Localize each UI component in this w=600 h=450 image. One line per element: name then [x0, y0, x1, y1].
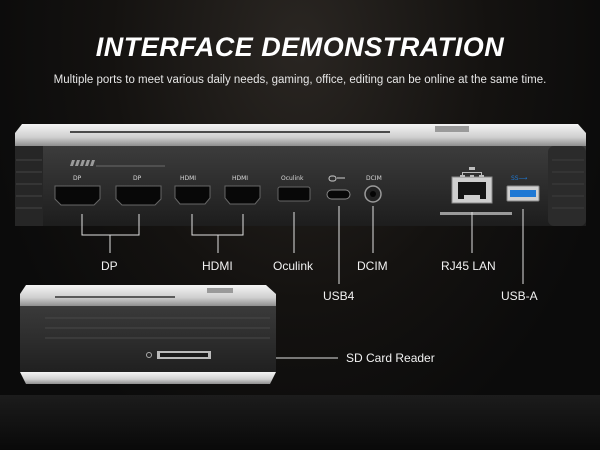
rj45-port: [451, 176, 493, 204]
dp2-mark: DP: [133, 175, 142, 182]
hdmi1-mark: HDMI: [180, 175, 197, 182]
usb-c-icon: [328, 175, 345, 182]
label-usb-a: USB-A: [501, 289, 538, 303]
device-side: [20, 285, 276, 384]
dp-port-2: [115, 185, 162, 206]
label-rj45: RJ45 LAN: [441, 259, 496, 273]
usb-ss-mark: SS⟶: [511, 175, 528, 182]
front-slot: [440, 212, 512, 215]
label-dp: DP: [101, 259, 118, 273]
usb-a-port: [506, 185, 540, 202]
label-oculink: Oculink: [273, 259, 314, 273]
dcim-port: [364, 185, 382, 203]
label-dcim: DCIM: [357, 259, 388, 273]
hdmi-port-1: [174, 185, 211, 205]
lan-icon: [460, 167, 484, 177]
dp1-mark: DP: [73, 175, 82, 182]
page-subtitle: Multiple ports to meet various daily nee…: [53, 74, 547, 86]
dp-port-1: [54, 185, 101, 206]
oculink-mark: Oculink: [281, 175, 304, 182]
hdmi2-mark: HDMI: [232, 175, 249, 182]
label-usb4: USB4: [323, 289, 355, 303]
dcim-mark: DCIM: [366, 175, 382, 182]
page-title: INTERFACE DEMONSTRATION: [95, 32, 505, 62]
oculink-port: [277, 186, 311, 202]
label-sd-card: SD Card Reader: [346, 351, 435, 365]
hdmi-port-2: [224, 185, 261, 205]
label-hdmi: HDMI: [202, 259, 233, 273]
usb4-port: [326, 189, 351, 200]
floor-shadow: [0, 395, 600, 450]
